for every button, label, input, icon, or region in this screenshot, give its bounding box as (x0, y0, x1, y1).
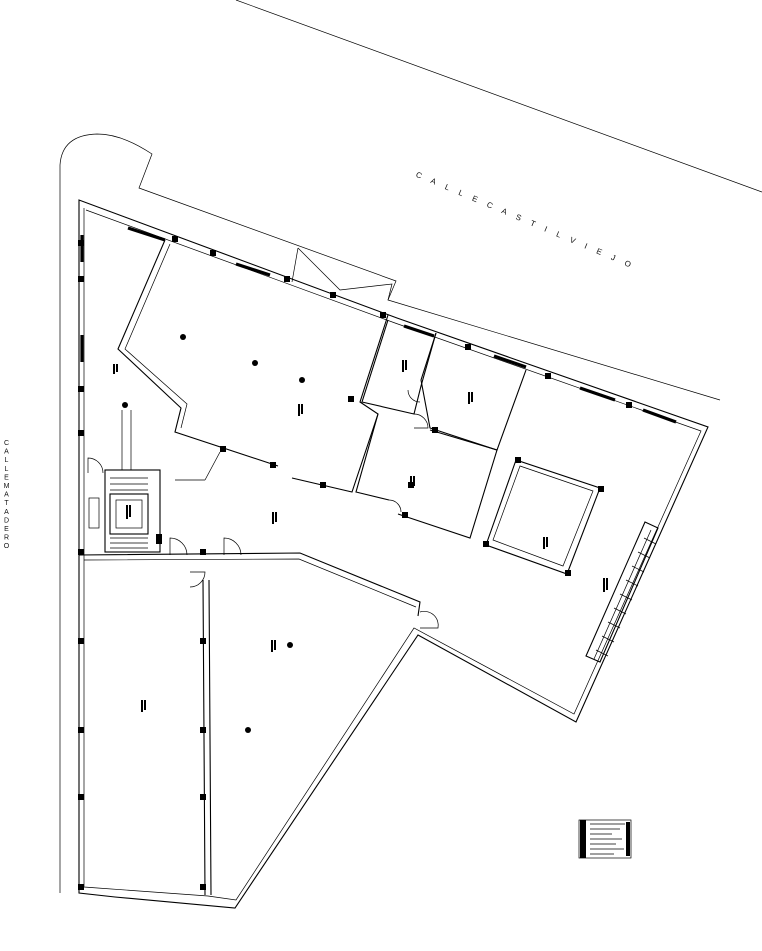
doors (87, 389, 439, 629)
building-perimeter-inner (83, 208, 702, 901)
east-square-room-inner (492, 465, 594, 567)
building-perimeter (78, 199, 709, 909)
office-room-3 (355, 413, 498, 539)
columns (78, 236, 632, 890)
curb-line (59, 133, 721, 893)
room-tags (113, 360, 608, 712)
title-block (578, 819, 632, 859)
hall-divider (202, 579, 212, 896)
ceiling-fixtures (122, 334, 305, 733)
street-label-matadero: CALLEMATADERO (3, 440, 10, 552)
corridor-wall (78, 552, 421, 617)
east-stair (585, 521, 659, 663)
corridor-wall-inner (83, 558, 417, 608)
street-edge-line (235, 0, 762, 193)
office-room-2 (420, 332, 527, 451)
main-hall-wall (117, 239, 389, 493)
main-hall-wall-inner (124, 243, 188, 429)
stair-core (88, 410, 161, 553)
north-windows (127, 226, 677, 424)
entrance-canopy (291, 247, 393, 301)
